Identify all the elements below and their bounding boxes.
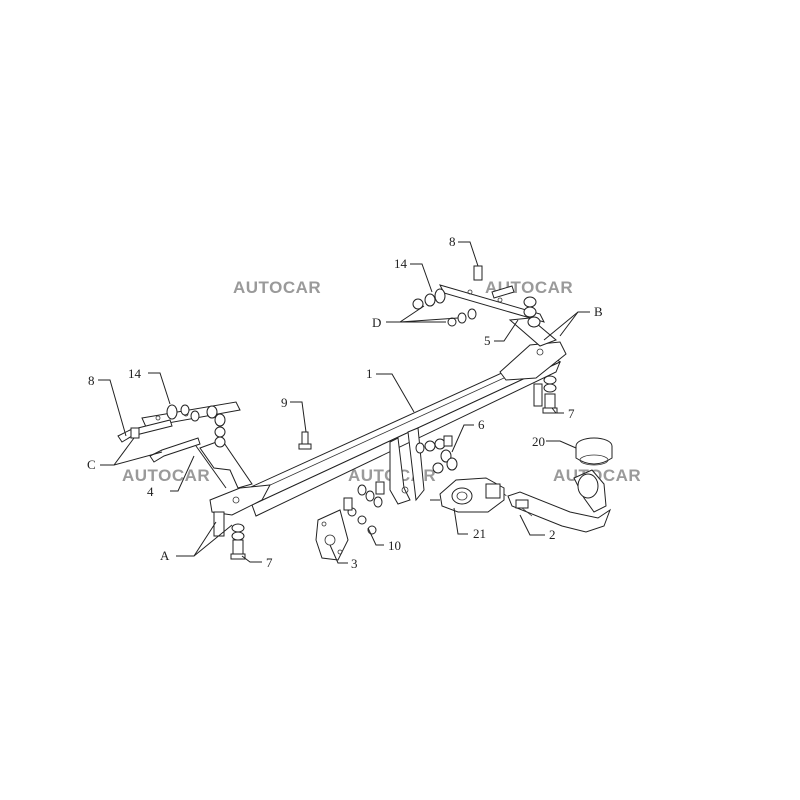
callout-10: 10	[388, 538, 401, 553]
callout-21: 21	[473, 526, 486, 541]
leader-lines	[98, 241, 590, 564]
callout-A: A	[160, 548, 170, 563]
callout-4: 4	[147, 484, 154, 499]
callout-3: 3	[351, 556, 358, 571]
bottom-bolts-left	[230, 523, 246, 560]
tow-arm-2	[507, 469, 612, 533]
right-washer-stack	[412, 265, 541, 328]
bottom-bolts-right	[533, 375, 558, 414]
left-bolts	[117, 419, 201, 463]
callout-14-left: 14	[128, 366, 142, 381]
center-washer-stack	[415, 435, 458, 474]
callout-2: 2	[549, 527, 556, 542]
callout-20: 20	[532, 434, 545, 449]
callout-7-right: 7	[568, 406, 575, 421]
callout-7-left: 7	[266, 555, 273, 570]
left-washer-stack	[166, 404, 226, 448]
callout-B: B	[594, 304, 603, 319]
callout-5: 5	[484, 333, 491, 348]
callout-8-right: 8	[449, 234, 456, 249]
center-mount-bracket	[389, 427, 425, 505]
ball-cap-20	[575, 437, 613, 466]
electrical-plate	[315, 509, 349, 561]
nuts-10	[343, 481, 385, 535]
callout-C: C	[87, 457, 96, 472]
callout-6: 6	[478, 417, 485, 432]
callout-9: 9	[281, 395, 288, 410]
callout-8-left: 8	[88, 373, 95, 388]
bolt-9	[298, 431, 312, 450]
callout-14-right: 14	[394, 256, 408, 271]
right-end-plate	[499, 341, 567, 381]
ball-socket-21	[430, 477, 513, 513]
watermark-autocar-1: AUTOCAR	[233, 278, 322, 297]
callout-D: D	[372, 315, 381, 330]
callout-1: 1	[366, 366, 373, 381]
